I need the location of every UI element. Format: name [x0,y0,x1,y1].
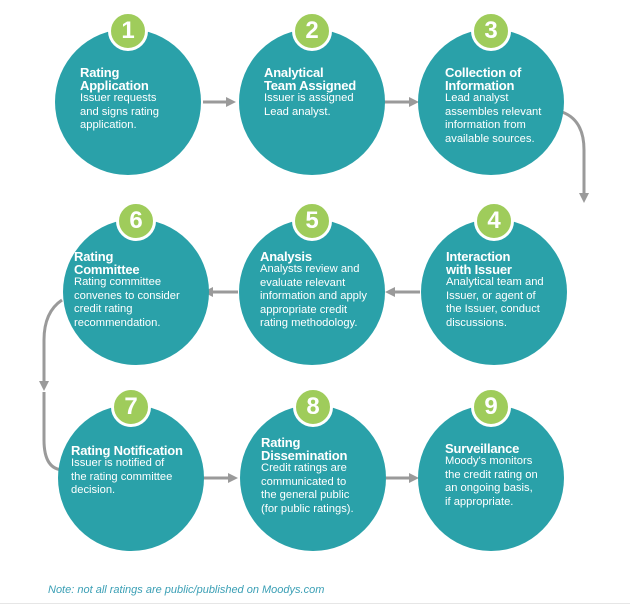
step-3-number-badge: 3 [471,11,511,51]
step-7-number-badge: 7 [111,387,151,427]
step-7-description: Issuer is notified of the rating committ… [71,457,173,496]
step-5-number-badge: 5 [292,201,332,241]
step-9-number-badge: 9 [471,387,511,427]
step-4-description: Analytical team and Issuer, or agent of … [446,276,544,329]
step-3-description: Lead analyst assembles relevant informat… [445,92,542,145]
step-2-number-badge: 2 [292,11,332,51]
step-4-number-badge: 4 [474,201,514,241]
step-8-number-badge: 8 [293,387,333,427]
step-8-title: Rating Dissemination [261,435,348,463]
step-6-title: Rating Committee [74,249,140,277]
step-2-description: Issuer is assigned Lead analyst. [264,92,354,118]
step-4-title: Interaction with Issuer [446,249,512,277]
step-1-title: Rating Application [80,65,149,93]
step-5-description: Analysts review and evaluate relevant in… [260,263,367,329]
step-6-number-badge: 6 [116,201,156,241]
arrow-6-to-7 [39,298,63,391]
step-8-circle [240,405,386,551]
step-1-number-badge: 1 [108,11,148,51]
step-9-description: Moody's monitors the credit rating on an… [445,455,538,508]
step-3-title: Collection of Information [445,65,522,93]
step-6-circle [63,219,209,365]
step-2-circle [239,29,385,175]
step-9-title: Surveillance [445,441,520,456]
step-9-circle [418,405,564,551]
step-6-description: Rating committee convenes to consider cr… [74,276,180,329]
step-8-description: Credit ratings are communicated to the g… [261,462,354,515]
step-5-circle [239,219,385,365]
arrow-3-to-4 [561,110,589,203]
step-4-circle [421,219,567,365]
step-5-title: Analysis [260,249,312,264]
step-7-circle [58,405,204,551]
footer-divider [0,603,630,604]
footnote-note: Note: not all ratings are public/publish… [48,584,325,596]
step-1-description: Issuer requests and signs rating applica… [80,92,159,131]
step-3-circle [418,29,564,175]
step-2-title: Analytical Team Assigned [264,65,357,93]
step-1-circle [55,29,201,175]
step-7-title: Rating Notification [71,443,183,458]
